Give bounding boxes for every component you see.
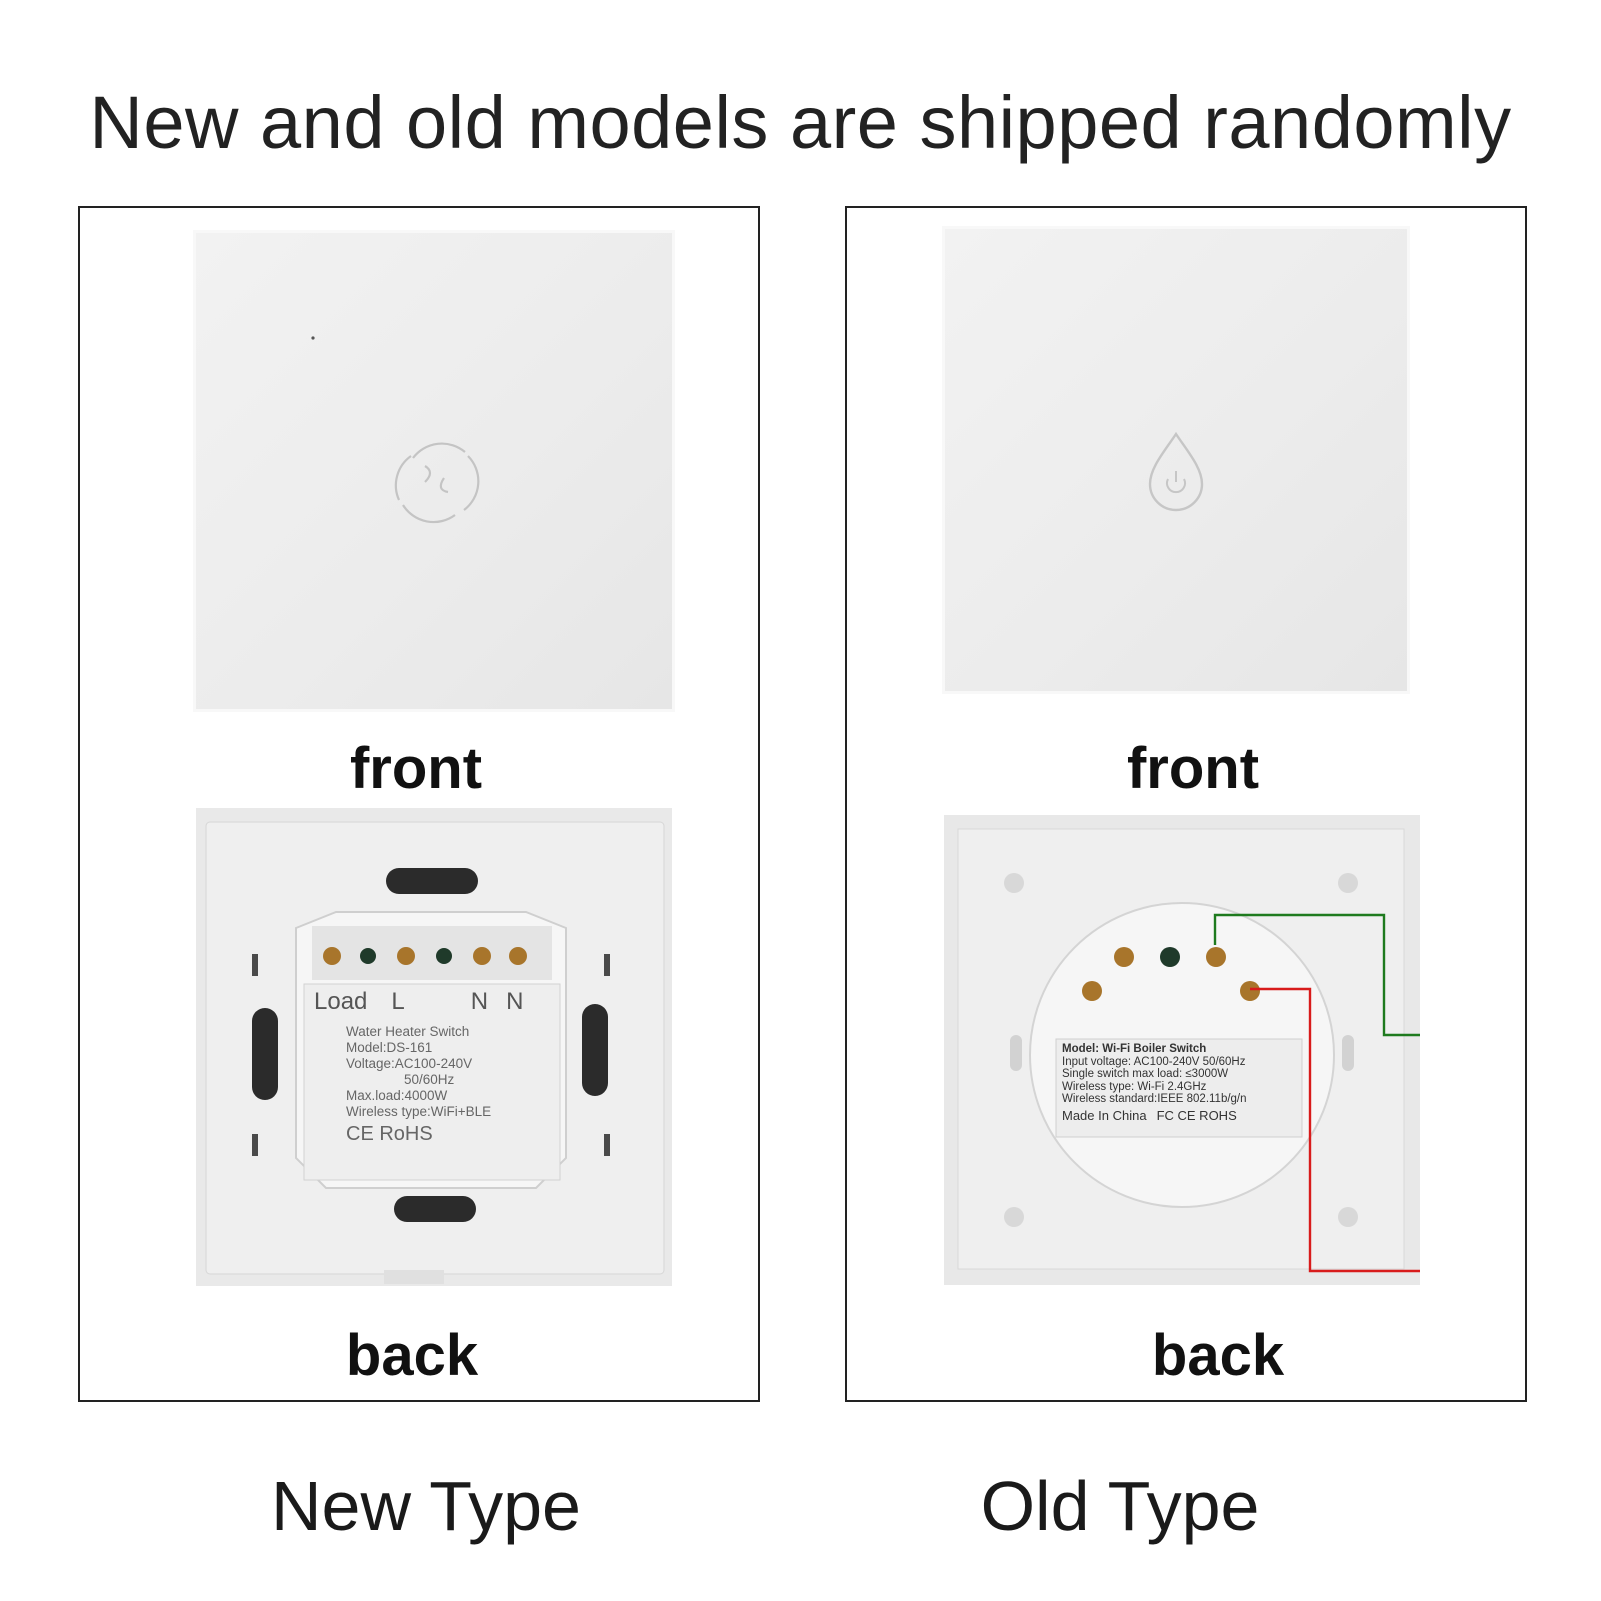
spec-marks: CE RoHS bbox=[346, 1123, 433, 1145]
old-type-back-image: Model: Wi-Fi Boiler Switch Input voltage… bbox=[944, 815, 1420, 1285]
new-type-back-label: back bbox=[345, 1323, 479, 1388]
spec-max-load: Max.load:4000W bbox=[346, 1088, 448, 1103]
spec-model: Model: Wi-Fi Boiler Switch bbox=[1062, 1043, 1207, 1055]
spec-wireless: Wireless type:WiFi+BLE bbox=[346, 1104, 492, 1119]
new-type-panel bbox=[78, 206, 760, 1402]
new-type-label: New Type bbox=[271, 1467, 581, 1545]
old-type-panel bbox=[845, 206, 1527, 1402]
water-drop-power-icon bbox=[1148, 431, 1204, 512]
terminal-label-l: L bbox=[391, 988, 405, 1015]
spec-model: Model:DS-161 bbox=[346, 1040, 433, 1055]
fan-icon bbox=[311, 336, 480, 524]
spec-standard: Wireless standard:IEEE 802.11b/g/n bbox=[1062, 1093, 1247, 1105]
old-type-label: Old Type bbox=[980, 1467, 1260, 1545]
old-type-back-label: back bbox=[1151, 1323, 1285, 1388]
spec-frequency: 50/60Hz bbox=[404, 1072, 455, 1087]
new-type-back-image: Load L N N Water Heater Switch Model:DS-… bbox=[196, 808, 672, 1286]
old-type-front-label: front bbox=[1126, 736, 1260, 801]
spec-max-load: Single switch max load: ≤3000W bbox=[1062, 1068, 1229, 1080]
spec-input: Input voltage: AC100-240V 50/60Hz bbox=[1062, 1055, 1246, 1068]
spec-voltage: Voltage:AC100-240V bbox=[346, 1056, 473, 1071]
terminal-label-n1: N bbox=[470, 988, 489, 1015]
new-type-front-label: front bbox=[349, 736, 483, 801]
spec-made-in: Made In China bbox=[1062, 1107, 1147, 1123]
spec-name: Water Heater Switch bbox=[346, 1024, 470, 1039]
spec-wireless-type: Wireless type: Wi-Fi 2.4GHz bbox=[1062, 1080, 1207, 1093]
new-type-front-image bbox=[193, 230, 675, 712]
page-title: New and old models are shipped randomly bbox=[89, 81, 1512, 164]
terminal-label-load: Load bbox=[314, 988, 368, 1015]
old-type-front-image bbox=[942, 226, 1410, 694]
terminal-label-n2: N bbox=[506, 988, 524, 1015]
spec-marks: FC CE ROHS bbox=[1156, 1107, 1237, 1123]
